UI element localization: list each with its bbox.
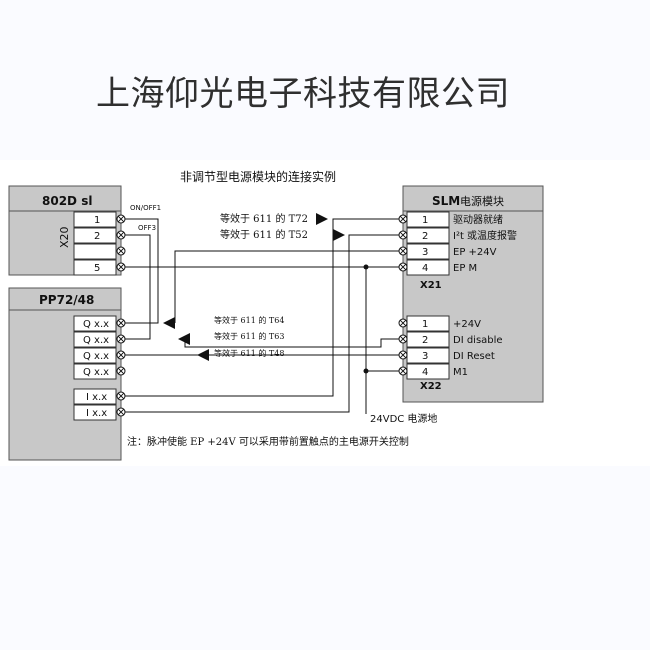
wires — [125, 218, 399, 414]
x22-pin-1: 1 — [422, 319, 428, 330]
terminal-pp72-q2 — [116, 334, 126, 344]
x22-connector-label: X22 — [420, 381, 442, 392]
x22-pin-2: 2 — [422, 335, 428, 346]
x21-connector-label: X21 — [420, 280, 442, 291]
header-background — [0, 0, 650, 160]
terminal-x22-4 — [398, 366, 408, 376]
terminal-pp72-q4 — [116, 366, 126, 376]
module-802d-title: 802D sl — [42, 194, 92, 208]
x22-label-24v: +24V — [453, 319, 481, 330]
x22-pin-cells — [406, 315, 450, 380]
label-t63: 等效于 611 的 T63 — [214, 331, 284, 341]
x21-pin-3: 3 — [422, 247, 428, 258]
x22-pin-4: 4 — [422, 367, 428, 378]
junction-ground-top — [363, 264, 369, 270]
company-name: 上海仰光电子科技有限公司 — [96, 74, 510, 114]
terminal-pp72-q3 — [116, 350, 126, 360]
terminal-x20-1 — [116, 214, 126, 224]
terminal-x20-2 — [116, 230, 126, 240]
label-t52: 等效于 611 的 T52 — [220, 228, 308, 241]
x20-pin-5: 5 — [94, 263, 100, 274]
wire-t52 — [125, 234, 399, 413]
wire-t72 — [125, 218, 399, 397]
arrow-t72 — [316, 213, 328, 225]
x21-pin-1: 1 — [422, 215, 428, 226]
x21-pin-cells — [406, 211, 450, 276]
wire-t63 — [184, 338, 399, 348]
x21-pin-2: 2 — [422, 231, 428, 242]
ground-label: 24VDC 电源地 — [370, 412, 437, 425]
label-t48: 等效于 611 的 T48 — [214, 348, 284, 358]
x22-label-m1: M1 — [453, 367, 468, 378]
terminal-x22-2 — [398, 334, 408, 344]
x21-label-ep24: EP +24V — [453, 247, 497, 258]
wire-t64 — [174, 250, 399, 323]
footer-background — [0, 466, 650, 650]
terminal-pp72-i1 — [116, 391, 126, 401]
terminal-x22-3 — [398, 350, 408, 360]
pp72-output-1: Q x.x — [83, 319, 109, 330]
terminal-x21-2 — [398, 230, 408, 240]
arrow-t64 — [163, 317, 175, 329]
on-off1-label: ON/OFF1 — [130, 204, 161, 212]
junction-ground-m1 — [363, 368, 369, 374]
pp72-output-3: Q x.x — [83, 351, 109, 362]
terminal-x22-1 — [398, 318, 408, 328]
x20-connector-label: X20 — [58, 226, 71, 248]
pp72-input-1: I x.x — [86, 392, 107, 403]
x21-label-epm: EP M — [453, 263, 477, 274]
module-pp72-title: PP72/48 — [39, 293, 94, 307]
x20-pin-cells — [73, 211, 117, 276]
pp72-output-cells — [73, 315, 117, 421]
x22-pin-3: 3 — [422, 351, 428, 362]
x22-label-disable: DI disable — [453, 335, 503, 346]
x22-label-reset: DI Reset — [453, 351, 495, 362]
arrow-t48 — [197, 349, 209, 361]
x21-label-alarm: I²t 或温度报警 — [453, 229, 517, 242]
terminal-x20-5 — [116, 262, 126, 272]
arrow-t63 — [178, 333, 190, 345]
terminal-x21-4 — [398, 262, 408, 272]
arrow-t52 — [333, 229, 345, 241]
label-t64: 等效于 611 的 T64 — [214, 315, 284, 325]
x20-pin-2: 2 — [94, 231, 100, 242]
label-t72: 等效于 611 的 T72 — [220, 212, 308, 225]
module-slm-title-suffix: 电源模块 — [460, 194, 504, 208]
pp72-output-2: Q x.x — [83, 335, 109, 346]
x21-pin-4: 4 — [422, 263, 428, 274]
x21-label-ready: 驱动器就绪 — [453, 213, 503, 226]
pp72-input-2: I x.x — [86, 408, 107, 419]
wire-on-off1 — [125, 218, 159, 324]
terminal-x21-1 — [398, 214, 408, 224]
terminal-x20-3 — [116, 246, 126, 256]
terminal-x21-3 — [398, 246, 408, 256]
module-slm-title: SLM — [432, 194, 460, 208]
terminal-pp72-i2 — [116, 407, 126, 417]
wire-off3 — [125, 234, 151, 340]
terminal-pp72-q1 — [116, 318, 126, 328]
diagram-title: 非调节型电源模块的连接实例 — [180, 169, 336, 184]
diagram-note: 注：脉冲使能 EP +24V 可以采用带前置触点的主电源开关控制 — [127, 435, 409, 448]
off3-label: OFF3 — [138, 224, 156, 232]
pp72-output-4: Q x.x — [83, 367, 109, 378]
x20-pin-1: 1 — [94, 215, 100, 226]
